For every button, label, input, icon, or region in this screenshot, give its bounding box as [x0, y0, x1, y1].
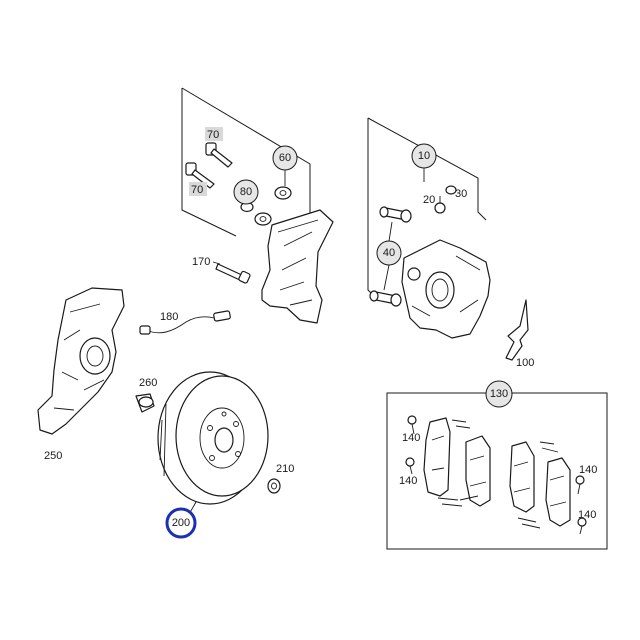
- splash-shield-250[interactable]: [37, 287, 125, 435]
- screw-210[interactable]: [267, 478, 281, 494]
- label-210: 210: [276, 463, 294, 475]
- label-60: 60: [279, 152, 291, 164]
- brake-pad-left[interactable]: [423, 417, 451, 497]
- label-70-lower: 70: [191, 184, 203, 196]
- screw-140-a[interactable]: [407, 415, 417, 435]
- tag-70-lower: [189, 182, 207, 196]
- brake-pad-right[interactable]: [509, 441, 535, 513]
- group-frame-10-left: [367, 118, 377, 299]
- label-140-b: 140: [399, 475, 417, 487]
- bolt-260[interactable]: [135, 393, 155, 413]
- guide-pin-lower[interactable]: [369, 290, 402, 307]
- caliper-carrier[interactable]: [261, 209, 334, 324]
- label-140-d: 140: [578, 509, 596, 521]
- cap-30[interactable]: [445, 185, 457, 195]
- label-20: 20: [423, 194, 435, 206]
- label-250: 250: [44, 450, 62, 462]
- bubble-80: [233, 179, 259, 205]
- screw-140-d[interactable]: [577, 517, 587, 535]
- spring-clip-100[interactable]: [505, 299, 529, 361]
- bubble-130: [485, 380, 513, 408]
- label-170: 170: [192, 256, 210, 268]
- screw-140-b[interactable]: [405, 457, 415, 475]
- label-260: 260: [139, 377, 157, 389]
- bolt-70-upper[interactable]: [205, 142, 233, 168]
- label-80: 80: [240, 186, 252, 198]
- bolt-170[interactable]: [215, 263, 251, 284]
- caliper-carrier-group: 70 70 60 80: [181, 87, 334, 324]
- brake-pad-kit-130: 130 140 140 140 140: [386, 380, 608, 550]
- label-140-c: 140: [579, 464, 597, 476]
- bolt-70-lower[interactable]: [185, 162, 215, 189]
- label-100: 100: [516, 357, 534, 369]
- label-140-a: 140: [402, 432, 420, 444]
- highlight-ring-200[interactable]: [165, 507, 197, 539]
- label-10: 10: [418, 150, 430, 162]
- bushing-80-lower[interactable]: [254, 212, 272, 226]
- bushing-80-upper[interactable]: [274, 186, 292, 200]
- bleed-screw-20[interactable]: [434, 196, 446, 214]
- label-70-upper: 70: [207, 129, 219, 141]
- screw-140-c[interactable]: [575, 475, 585, 495]
- label-40: 40: [383, 247, 395, 259]
- label-200: 200: [172, 517, 190, 529]
- group-frame-60-left: [181, 88, 237, 237]
- tag-70-upper: [205, 127, 223, 141]
- caliper-group: 10 20 30 40: [367, 117, 491, 339]
- kit-frame-130: [386, 392, 608, 550]
- label-180: 180: [160, 311, 178, 323]
- guide-pin-upper[interactable]: [379, 206, 412, 223]
- label-30: 30: [455, 188, 467, 200]
- brake-pad-left-2[interactable]: [465, 435, 491, 507]
- wear-sensor-180[interactable]: [139, 310, 231, 335]
- clips-140[interactable]: [437, 419, 559, 529]
- brake-disc-200[interactable]: [157, 371, 269, 505]
- label-130: 130: [490, 388, 508, 400]
- brake-pad-right-2[interactable]: [545, 457, 571, 527]
